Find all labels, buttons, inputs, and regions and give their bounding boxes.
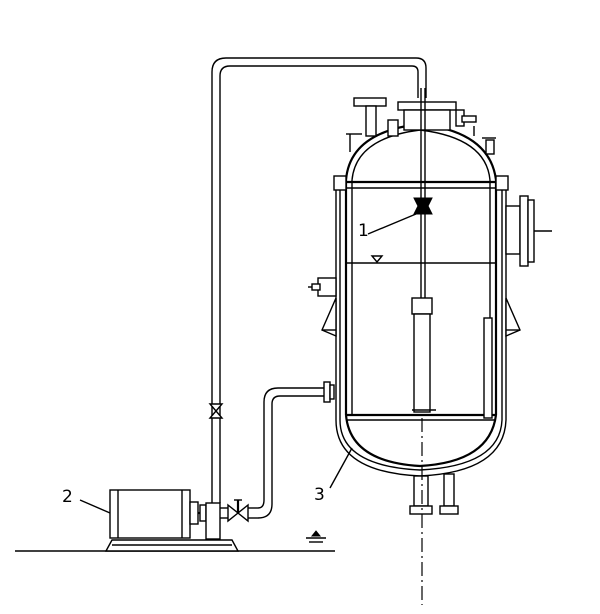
pump-suction-valve [220,499,258,523]
suction-pipe [257,381,335,519]
label-item-2: 2 [62,487,73,507]
ground-level-symbol [306,530,326,543]
pump-base [104,539,240,552]
pump-motor [109,489,221,540]
leader-lines [79,213,417,514]
discharge-pipe [208,57,427,503]
agitator [411,88,436,413]
label-item-3: 3 [314,485,325,505]
label-item-1: 1 [358,221,369,241]
